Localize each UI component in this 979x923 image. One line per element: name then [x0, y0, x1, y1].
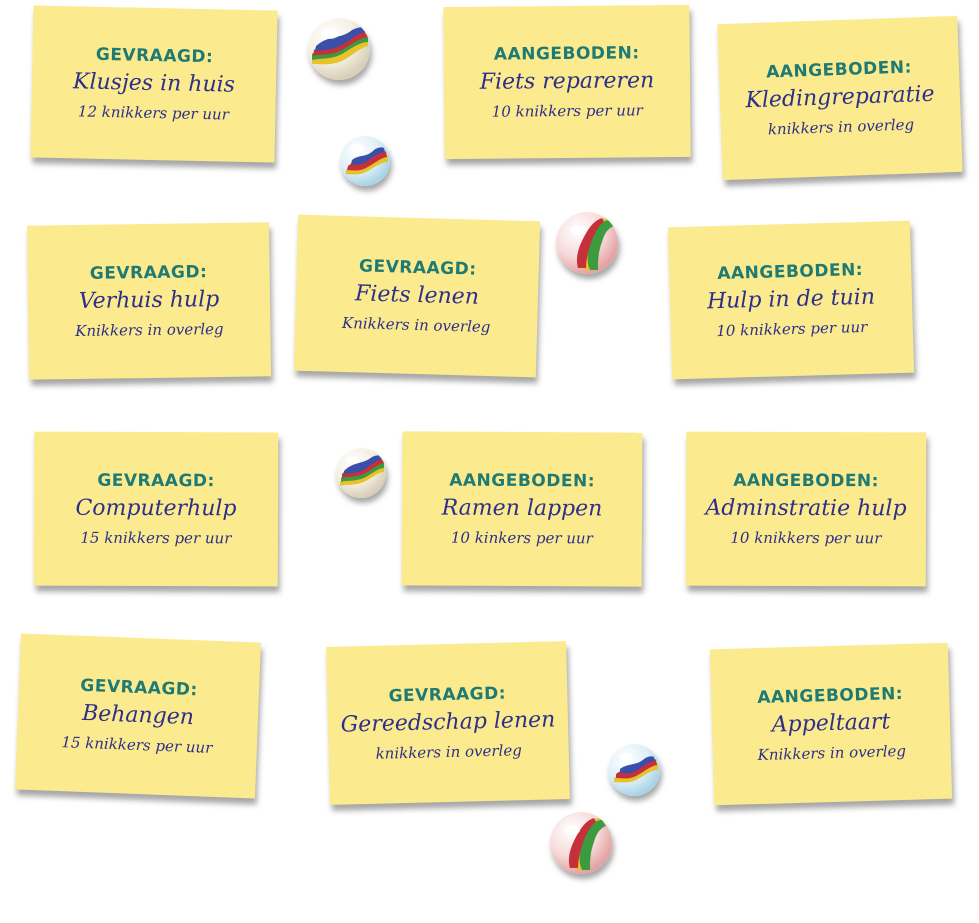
note-title: Fiets lenen [354, 281, 480, 310]
note-hulp-in-de-tuin: AANGEBODEN: Hulp in de tuin 10 knikkers … [667, 220, 915, 380]
note-behangen: GEVRAAGD: Behangen 15 knikkers per uur [15, 633, 261, 799]
note-tag: GEVRAAGD: [89, 262, 208, 285]
note-subtitle: 12 knikkers per uur [77, 102, 230, 124]
note-title: Behangen [81, 701, 195, 731]
note-tag: GEVRAAGD: [79, 676, 199, 701]
marble-icon [308, 18, 370, 80]
note-tag: GEVRAAGD: [97, 471, 215, 492]
note-computerhulp: GEVRAAGD: Computerhulp 15 knikkers per u… [33, 431, 279, 587]
note-tag: GEVRAAGD: [95, 45, 214, 68]
note-tag: AANGEBODEN: [717, 260, 864, 285]
note-title: Appeltaart [771, 709, 891, 738]
marble-icon [608, 744, 660, 796]
note-subtitle: 10 knikkers per uur [716, 317, 868, 340]
note-subtitle: 10 knikkers per uur [730, 528, 882, 548]
note-subtitle: knikkers in overleg [767, 115, 915, 139]
note-title: Kledingreparatie [745, 81, 935, 114]
note-tag: GEVRAAGD: [358, 256, 477, 280]
note-subtitle: 15 knikkers per uur [80, 528, 232, 548]
marble-icon [336, 448, 386, 498]
note-tag: AANGEBODEN: [449, 470, 596, 492]
note-fiets-lenen: GEVRAAGD: Fiets lenen Knikkers in overle… [293, 214, 541, 378]
marble-icon [340, 136, 390, 186]
note-title: Verhuis hulp [78, 287, 220, 315]
note-klusjes-in-huis: GEVRAAGD: Klusjes in huis 12 knikkers pe… [30, 5, 278, 163]
note-adminstratie-hulp: AANGEBODEN: Adminstratie hulp 10 knikker… [685, 431, 927, 587]
note-gereedschap-lenen: GEVRAAGD: Gereedschap lenen knikkers in … [326, 641, 570, 805]
note-title: Hulp in de tuin [706, 284, 876, 315]
note-title: Fiets repareren [479, 68, 655, 96]
note-tag: AANGEBODEN: [493, 43, 640, 65]
note-tag: AANGEBODEN: [733, 470, 880, 492]
note-title: Ramen lappen [441, 495, 603, 522]
marble-icon [556, 212, 618, 274]
note-subtitle: 15 knikkers per uur [61, 732, 213, 757]
note-tag: AANGEBODEN: [757, 684, 904, 709]
note-title: Gereedschap lenen [340, 707, 556, 738]
note-subtitle: Knikkers in overleg [757, 741, 907, 764]
note-title: Adminstratie hulp [705, 495, 907, 522]
note-title: Klusjes in huis [72, 69, 236, 98]
note-appeltaart: AANGEBODEN: Appeltaart Knikkers in overl… [709, 642, 953, 806]
note-subtitle: 10 knikkers per uur [491, 101, 643, 121]
note-subtitle: Knikkers in overleg [75, 319, 224, 340]
note-ramen-lappen: AANGEBODEN: Ramen lappen 10 kinkers per … [401, 431, 643, 587]
note-subtitle: Knikkers in overleg [341, 313, 491, 336]
note-subtitle: knikkers in overleg [375, 740, 523, 763]
note-subtitle: 10 kinkers per uur [450, 528, 593, 548]
note-fiets-repareren: AANGEBODEN: Fiets repareren 10 knikkers … [443, 4, 691, 160]
note-tag: AANGEBODEN: [765, 57, 913, 83]
note-verhuis-hulp: GEVRAAGD: Verhuis hulp Knikkers in overl… [26, 222, 272, 380]
note-kledingreparatie: AANGEBODEN: Kledingreparatie knikkers in… [717, 15, 963, 181]
note-title: Computerhulp [75, 495, 237, 522]
note-tag: GEVRAAGD: [388, 683, 507, 707]
marble-icon [550, 812, 612, 874]
